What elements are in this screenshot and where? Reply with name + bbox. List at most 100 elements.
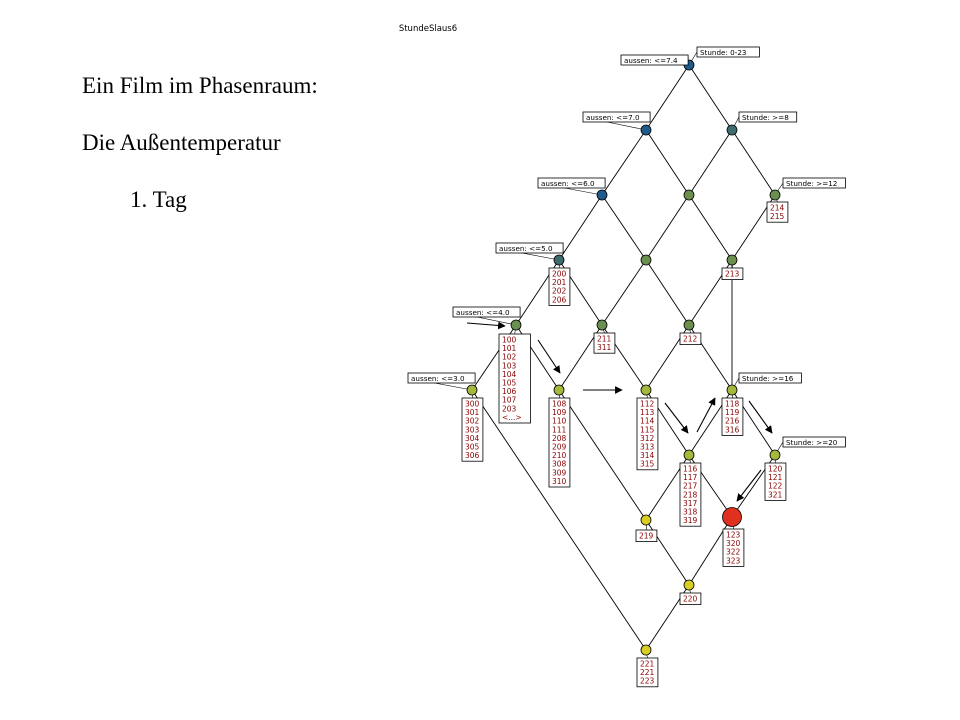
object-number: 317 <box>683 499 698 508</box>
object-labels: 2142152002012022062132113112121001011021… <box>461 201 789 688</box>
lattice-nodes <box>466 59 781 656</box>
lattice-edges <box>471 64 776 651</box>
attribute-labels: aussen: <=7.4 aussen: <=7.0 aussen: <=6.0 a… <box>407 46 846 448</box>
lattice-edge <box>688 64 733 131</box>
object-label-box <box>635 529 658 543</box>
object-number: 216 <box>725 417 740 426</box>
slide-subtitle: Die Außentemperatur <box>82 130 281 155</box>
slide-title: Ein Film im Phasenraum: <box>82 73 318 98</box>
object-number: 102 <box>502 353 517 362</box>
attribute-label-text: Stunde: >=8 <box>742 113 789 122</box>
object-number: 106 <box>502 387 517 396</box>
attribute-label-box <box>738 372 802 384</box>
lattice-edge <box>601 129 647 196</box>
object-number: 310 <box>552 477 567 486</box>
attribute-label-text: Stunde: >=16 <box>742 374 794 383</box>
object-number: 203 <box>502 404 517 413</box>
movement-arrow <box>736 469 762 502</box>
object-label-box <box>721 397 744 436</box>
object-number: 220 <box>683 595 698 604</box>
attribute-label-a50: aussen: <=5.0 <box>495 242 564 254</box>
object-label-box <box>679 592 702 606</box>
object-label-ol_213: 213 <box>721 267 744 281</box>
object-number: 101 <box>502 344 517 353</box>
lattice-edge <box>688 129 733 196</box>
object-label-box <box>548 397 571 488</box>
attribute-label-s8: Stunde: >=8 <box>738 111 798 123</box>
attribute-label-box <box>782 177 846 189</box>
concept-node-n_212 <box>683 319 695 331</box>
attribute-label-a60: aussen: <=6.0 <box>537 177 606 189</box>
object-number: 311 <box>597 343 612 352</box>
attribute-label-box <box>537 177 606 189</box>
attribute-label-a40: aussen: <=4.0 <box>452 306 521 318</box>
object-number: 114 <box>640 417 655 426</box>
attribute-label-box <box>620 54 689 66</box>
label-connectors <box>407 51 784 659</box>
object-number: 305 <box>465 443 480 452</box>
movement-arrow <box>466 321 506 330</box>
lattice-edge <box>601 259 647 326</box>
concept-node-n_s8 <box>726 124 738 136</box>
attribute-label-text: Stunde: >=12 <box>786 179 837 188</box>
object-number: 304 <box>465 434 480 443</box>
object-number: 100 <box>502 336 517 345</box>
attribute-label-a74: aussen: <=7.4 <box>620 54 689 66</box>
attribute-label-s12: Stunde: >=12 <box>782 177 846 189</box>
object-label-box <box>721 267 744 281</box>
concept-node-n_mid1 <box>683 189 695 201</box>
attribute-label-text: aussen: <=7.0 <box>586 113 640 122</box>
concept-node-n_s20 <box>769 449 781 461</box>
object-number: 210 <box>552 451 567 460</box>
object-number: 115 <box>640 425 655 434</box>
attribute-label-text: Stunde: 0-23 <box>700 48 747 57</box>
attribute-label-a30: aussen: <=3.0 <box>407 372 476 384</box>
concept-node-n_s16 <box>726 384 738 396</box>
attribute-label-text: aussen: <=3.0 <box>411 374 465 383</box>
object-label-box <box>636 397 659 471</box>
concept-node-n_108 <box>553 384 565 396</box>
attribute-label-s20: Stunde: >=20 <box>782 436 846 448</box>
attribute-label-text: Stunde: >=20 <box>786 438 838 447</box>
object-number: 201 <box>552 278 567 287</box>
object-number: 308 <box>552 460 567 469</box>
object-label-box <box>722 528 745 567</box>
object-number: 223 <box>640 677 655 686</box>
movement-arrow <box>696 397 716 433</box>
lattice-edge <box>471 389 647 651</box>
object-number: 206 <box>552 295 567 304</box>
attribute-label-text: aussen: <=7.4 <box>624 56 678 65</box>
object-number: 108 <box>552 400 567 409</box>
object-number: 120 <box>768 465 783 474</box>
concept-node-n_mid2 <box>640 254 652 266</box>
concept-node-n_red <box>722 507 742 527</box>
object-number: 211 <box>597 335 612 344</box>
object-number: 200 <box>552 270 567 279</box>
object-number: 221 <box>640 660 655 669</box>
lattice-edge <box>688 194 733 261</box>
object-number: 306 <box>465 451 480 460</box>
object-number: 107 <box>502 396 517 405</box>
object-number: 312 <box>640 434 655 443</box>
concept-node-n_220 <box>683 579 695 591</box>
object-number: 208 <box>552 434 567 443</box>
movement-arrow <box>537 339 561 374</box>
concept-node-n_a30 <box>466 384 478 396</box>
object-number: 103 <box>502 361 517 370</box>
object-number: 316 <box>725 425 740 434</box>
concept-node-n_a50 <box>553 254 565 266</box>
object-number: 318 <box>683 508 698 517</box>
object-number: 113 <box>640 408 655 417</box>
object-number: 303 <box>465 425 480 434</box>
object-number: 105 <box>502 379 517 388</box>
object-number: 213 <box>725 270 740 279</box>
movement-arrows <box>466 321 773 502</box>
attribute-label-text: aussen: <=5.0 <box>499 244 553 253</box>
lattice-edge <box>731 129 776 196</box>
object-number: 300 <box>465 400 480 409</box>
